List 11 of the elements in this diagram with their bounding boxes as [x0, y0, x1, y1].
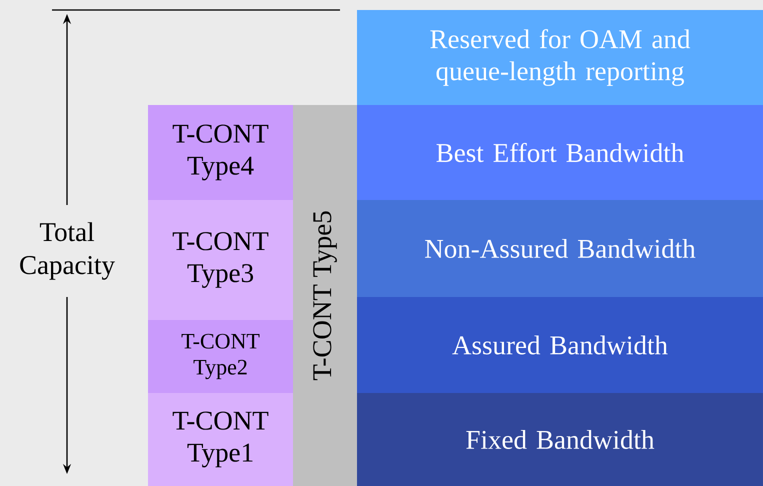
bandwidth-band: Fixed Bandwidth: [357, 392, 763, 486]
tcont-box: T-CONT Type1: [148, 392, 293, 486]
bandwidth-band: Non-Assured Bandwidth: [357, 200, 763, 297]
bandwidth-band: Best Effort Bandwidth: [357, 104, 763, 200]
bandwidth-band: Reserved for OAM and queue-length reporting: [357, 10, 763, 105]
dimension-label: Total Capacity: [20, 222, 115, 280]
tcont-box: T-CONT Type4: [148, 104, 293, 200]
tcont-box: T-CONT Type2: [148, 320, 293, 393]
tcont-bar: T-CONT Type5: [293, 104, 357, 486]
bandwidth-band: Assured Bandwidth: [357, 296, 763, 393]
tcont-box: T-CONT Type3: [148, 200, 293, 320]
